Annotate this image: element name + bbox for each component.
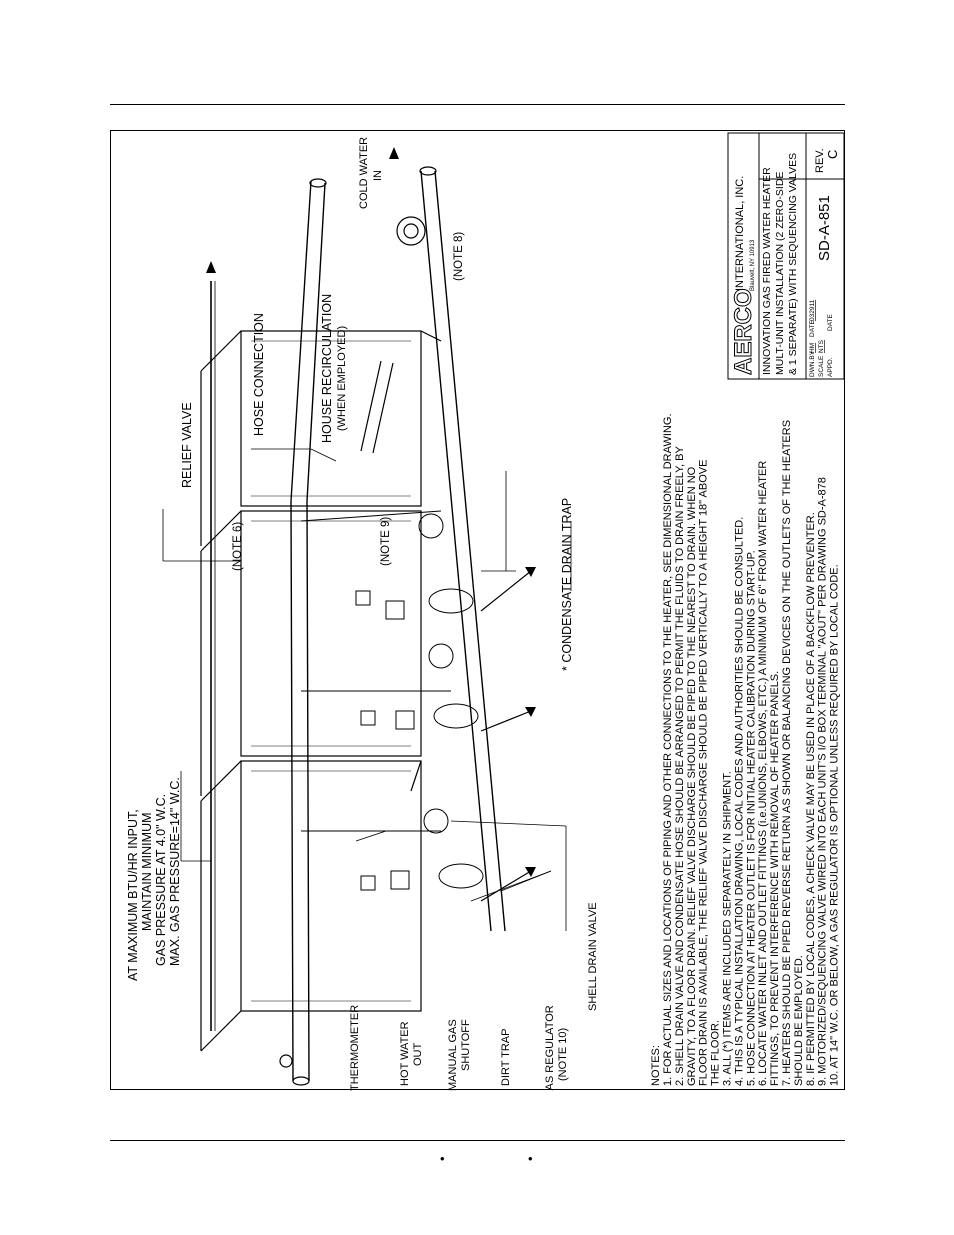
drawing-number: SD-A-851 <box>816 195 833 261</box>
note-line: 5. HOSE CONNECTION AT HEATER OUTLET IS F… <box>745 550 757 1086</box>
manual-gas-line2: SHUTOFF <box>460 1019 472 1071</box>
date-label: DATE <box>809 319 816 337</box>
drawing-desc-line2: MULT-UNIT INSTALLATION (2 ZERO-SIDE <box>774 172 786 375</box>
dwn-by-value: HM <box>809 343 816 353</box>
condensate-drain-trap-label: * CONDENSATE DRAIN TRAP <box>560 498 574 671</box>
heater-cabinet-right <box>200 330 442 546</box>
main-water-header <box>290 178 327 1086</box>
leader-lines <box>162 448 572 931</box>
drain-pipes <box>480 570 532 902</box>
note-line: FLOOR DRAIN IS AVAILABLE, THE RELIEF VAL… <box>698 460 710 1086</box>
hose-connection-label: HOSE CONNECTION <box>252 313 266 436</box>
appd-label: APPD. <box>827 357 834 377</box>
heater-cabinet-middle <box>200 510 422 796</box>
heater-cabinet-left <box>200 760 422 1052</box>
branch-connections <box>300 510 484 891</box>
max-input-line1: AT MAXIMUM BTU/HR INPUT, <box>126 809 140 981</box>
header-rule <box>110 104 845 105</box>
note-line: THE FLOOR. <box>710 1020 722 1086</box>
footer-bullet-left: • <box>440 1151 445 1166</box>
note-line: 10. AT 14" W.C. OR BELOW, A GAS REGULATO… <box>829 564 841 1086</box>
note-line: 7. HEATERS SHOULD BE PIPED REVERSE RETUR… <box>781 420 793 1086</box>
rev-value: C <box>825 150 840 159</box>
flow-arrows <box>206 147 536 877</box>
note-line: 4. THIS IS A TYPICAL INSTALLATION DRAWIN… <box>733 517 745 1086</box>
note-8-label: (NOTE 8) <box>453 232 465 281</box>
thermometer-dial <box>279 1054 293 1068</box>
note-line: SHOULD BE EMPLOYED. <box>793 955 805 1086</box>
footer-bullet-right: • <box>528 1151 533 1166</box>
footer-rule <box>110 1140 845 1141</box>
shell-drain-valve-label: SHELL DRAIN VALVE <box>587 902 599 1011</box>
relief-valve-label: RELIEF VALVE <box>180 402 194 488</box>
rev-label: REV. <box>814 148 826 173</box>
max-input-line2: MAINTAIN MINIMUM <box>140 812 154 931</box>
dirt-trap-label: DIRT TRAP <box>500 1029 512 1086</box>
note-line: 2. SHELL DRAIN VALVE AND CONDENSATE HOSE… <box>674 446 686 1086</box>
house-recirculation-pipe <box>360 360 394 454</box>
max-input-line4: MAX. GAS PRESSURE=14" W.C. <box>168 777 182 966</box>
heater-assembly-drawing <box>162 147 572 1086</box>
gas-regulator-line2: (NOTE 10) <box>557 1028 569 1081</box>
note-9-label: (NOTE 9) <box>380 517 392 566</box>
company-name: INTERNATIONAL, INC. <box>734 176 746 291</box>
cold-water-header <box>396 166 506 932</box>
max-input-line3: GAS PRESSURE AT 4.0" W.C. <box>154 794 168 966</box>
drawing-desc-line1: INNOVATION GAS FIRED WATER HEATER <box>761 167 773 375</box>
note-6-label: (NOTE 6) <box>232 522 244 571</box>
note-line: 1. FOR ACTUAL SIZES AND LOCATIONS OF PIP… <box>662 413 674 1086</box>
note-line: 6. LOCATE WATER INLET AND OUTLET FITTING… <box>757 461 769 1086</box>
note-line: 9. MOTORIZED/SEQUENCING VALVE WIRED INTO… <box>817 477 829 1086</box>
manual-gas-line1: MANUAL GAS <box>447 1019 459 1091</box>
title-block-text: AERCO INTERNATIONAL, INC. Blauvelt, NY 1… <box>730 148 841 377</box>
house-recirc-line1: HOUSE RECIRCULATION <box>320 294 334 443</box>
date-value: 032911 <box>809 299 816 321</box>
dwn-by-label: DWN.BY <box>809 350 816 377</box>
callout-labels: AT MAXIMUM BTU/HR INPUT, MAINTAIN MINIMU… <box>126 137 599 1091</box>
cold-water-line1: COLD WATER <box>358 137 370 209</box>
house-recirc-line2: (WHEN EMPLOYED) <box>336 326 348 431</box>
note-line: 8. IF PERMITTED BY LOCAL CODES, A CHECK … <box>805 512 817 1086</box>
note-line: 3. ALL (*) ITEMS ARE INCLUDED SEPARATELY… <box>722 771 734 1086</box>
title-block <box>727 132 845 380</box>
appd-date-label: DATE <box>827 313 834 331</box>
notes-heading: NOTES: <box>650 1045 662 1086</box>
scale-value: NTS <box>818 339 825 353</box>
installation-drawing: AT MAXIMUM BTU/HR INPUT, MAINTAIN MINIMU… <box>126 132 845 1091</box>
notes-block: NOTES: 1. FOR ACTUAL SIZES AND LOCATIONS… <box>650 413 841 1086</box>
aerco-logo: AERCO <box>730 288 757 375</box>
thermometer-label: THERMOMETER <box>349 1005 361 1091</box>
cold-water-line2: IN <box>372 170 384 181</box>
hot-water-line2: OUT <box>412 1043 424 1067</box>
drawing-desc-line3: & 1 SEPARATE) WITH SEQUENCING VALVES <box>787 153 799 375</box>
hot-water-line1: HOT WATER <box>399 1021 411 1086</box>
note-line: GRAVITY, TO A FLOOR DRAIN. RELIEF VALVE … <box>686 466 698 1086</box>
company-city: Blauvelt, NY 10913 <box>750 239 756 291</box>
note-line: FITTINGS, TO PREVENT INTERFERENCE WITH R… <box>769 671 781 1086</box>
scale-label: SCALE <box>818 355 825 377</box>
drawing-sheet: AT MAXIMUM BTU/HR INPUT, MAINTAIN MINIMU… <box>110 130 845 1091</box>
gas-regulator-line1: GAS REGULATOR <box>544 1005 556 1091</box>
